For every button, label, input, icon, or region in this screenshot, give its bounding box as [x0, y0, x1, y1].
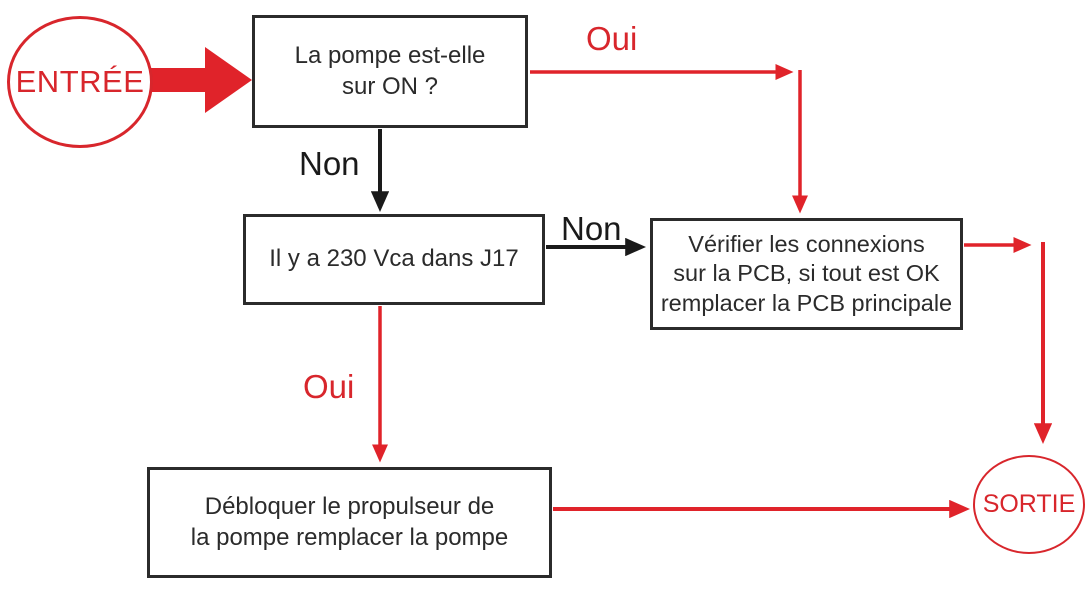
edge-label-oui-mid: Oui: [303, 368, 355, 405]
exit-terminal-label: SORTIE: [982, 490, 1076, 518]
node-unblock-line-2: la pompe remplacer la pompe: [190, 523, 509, 551]
node-voltage-check: Il y a 230 Vca dans J17: [243, 214, 545, 305]
edge-label-non-left: Non: [299, 145, 360, 182]
node-unblock-pump: Débloquer le propulseur de la pompe remp…: [147, 467, 552, 578]
node-pump-on-line-1: La pompe est-elle: [294, 42, 486, 70]
edge-label-oui-top: Oui: [586, 20, 638, 57]
node-check-pcb-line-2: sur la PCB, si tout est OK: [673, 260, 940, 287]
node-voltage-line-1: Il y a 230 Vca dans J17: [269, 245, 519, 273]
entry-terminal-label: ENTRÉE: [15, 64, 145, 99]
node-check-pcb-line-1: Vérifier les connexions: [688, 230, 925, 257]
node-pump-on-line-2: sur ON ?: [341, 72, 439, 100]
node-check-pcb-line-3: remplacer la PCB principale: [660, 289, 953, 316]
node-check-pcb: Vérifier les connexions sur la PCB, si t…: [650, 218, 963, 330]
exit-terminal: SORTIE: [973, 455, 1085, 554]
entry-terminal: ENTRÉE: [7, 16, 153, 148]
edge-entry-block-arrow: [150, 47, 252, 113]
node-unblock-line-1: Débloquer le propulseur de: [204, 493, 495, 521]
node-pump-on-question: La pompe est-elle sur ON ?: [252, 15, 528, 128]
edge-label-non-right: Non: [561, 210, 622, 247]
